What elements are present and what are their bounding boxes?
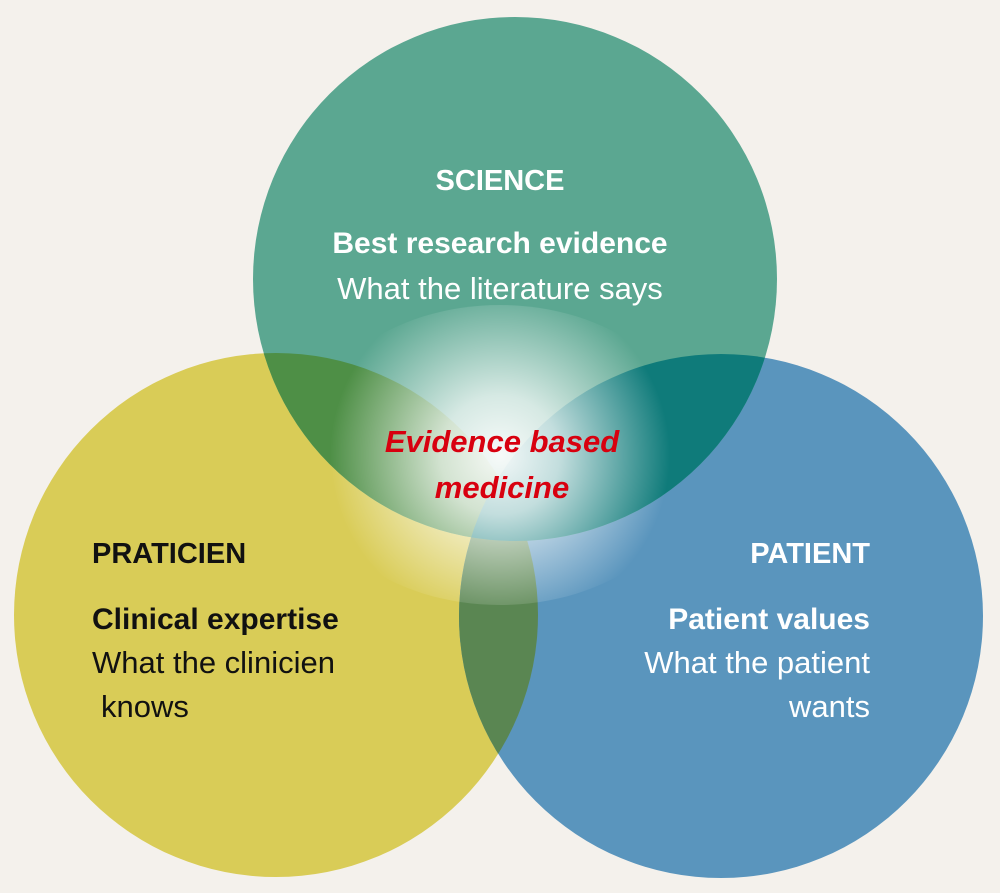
praticien-description-1: What the clinicien: [92, 645, 335, 680]
science-description: What the literature says: [337, 271, 663, 306]
science-title: Best research evidence: [332, 227, 667, 260]
center-label-line1: Evidence based: [385, 424, 620, 459]
patient-title: Patient values: [668, 603, 870, 636]
patient-description-1: What the patient: [644, 645, 870, 680]
science-heading: SCIENCE: [436, 165, 565, 197]
praticien-description-2: knows: [101, 689, 189, 724]
center-glow: [300, 305, 700, 605]
patient-description-2: wants: [788, 689, 870, 724]
praticien-title: Clinical expertise: [92, 603, 339, 636]
praticien-heading: PRATICIEN: [92, 538, 246, 570]
patient-heading: PATIENT: [750, 538, 870, 570]
center-label-line2: medicine: [435, 470, 569, 505]
